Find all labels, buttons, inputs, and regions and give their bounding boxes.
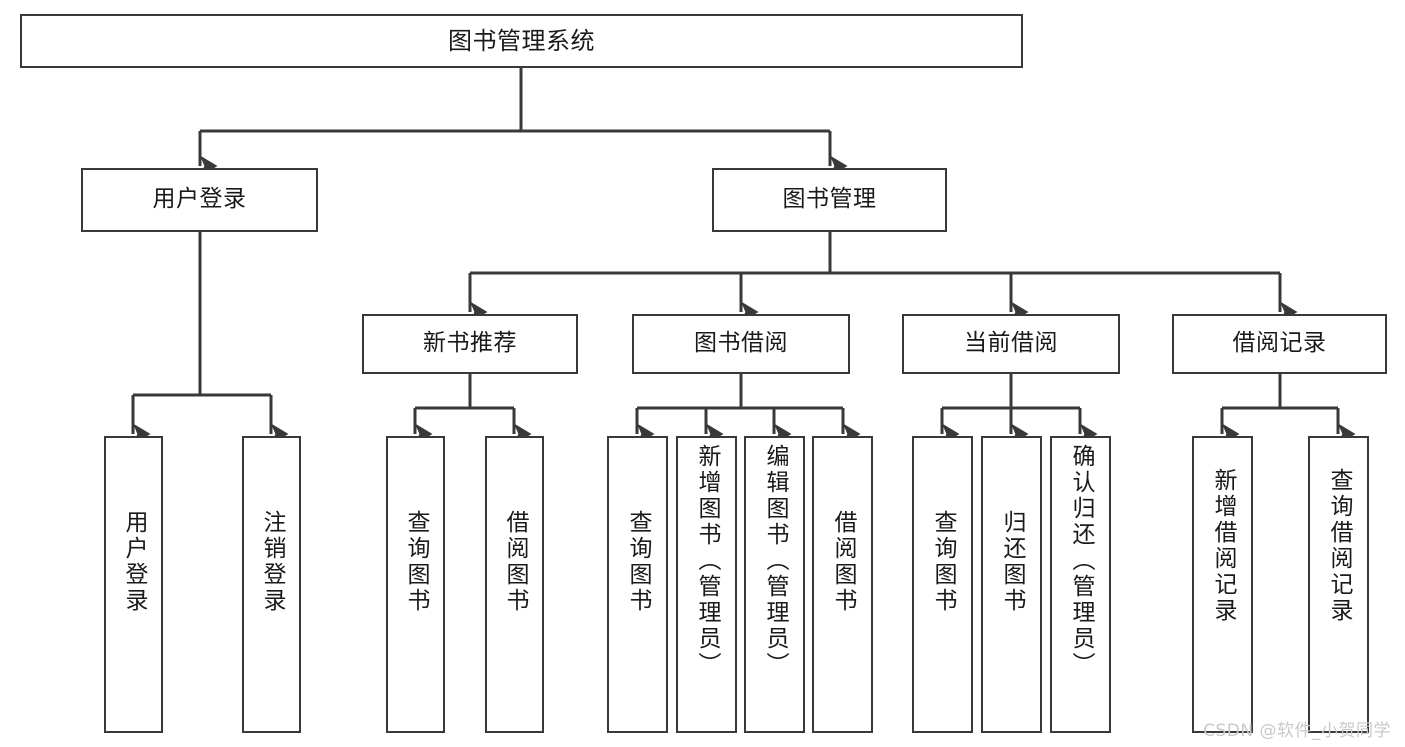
leaf-edit-book[interactable]: 编辑图书（管理员） <box>744 436 805 733</box>
node-label: 借阅记录 <box>1232 330 1327 357</box>
node-label: 新增借阅记录 <box>1210 468 1236 624</box>
leaf-borrow-book-recommend[interactable]: 借阅图书 <box>485 436 544 733</box>
node-label: 用户登录 <box>121 510 147 614</box>
node-label: 查询图书 <box>403 510 429 614</box>
leaf-add-borrow-record[interactable]: 新增借阅记录 <box>1192 436 1253 733</box>
leaf-query-book-borrow[interactable]: 查询图书 <box>607 436 668 733</box>
leaf-add-book[interactable]: 新增图书（管理员） <box>676 436 737 733</box>
leaf-query-book-current[interactable]: 查询图书 <box>912 436 973 733</box>
leaf-query-book-recommend[interactable]: 查询图书 <box>386 436 445 733</box>
node-book-management-system[interactable]: 图书管理系统 <box>20 14 1023 68</box>
node-book-borrow[interactable]: 图书借阅 <box>632 314 850 374</box>
leaf-return-book[interactable]: 归还图书 <box>981 436 1042 733</box>
node-label: 当前借阅 <box>964 330 1058 357</box>
node-current-borrow[interactable]: 当前借阅 <box>902 314 1120 374</box>
leaf-borrow-book[interactable]: 借阅图书 <box>812 436 873 733</box>
node-label: 借阅图书 <box>830 510 856 614</box>
node-user-login[interactable]: 用户登录 <box>81 168 318 232</box>
node-label: 图书借阅 <box>694 330 788 357</box>
node-label: 编辑图书（管理员） <box>762 444 788 678</box>
leaf-query-borrow-record[interactable]: 查询借阅记录 <box>1308 436 1369 733</box>
node-new-book-recommend[interactable]: 新书推荐 <box>362 314 578 374</box>
node-label: 图书管理系统 <box>448 26 595 55</box>
node-label: 查询图书 <box>930 510 956 614</box>
node-label: 新增图书（管理员） <box>694 444 720 678</box>
node-label: 查询图书 <box>625 510 651 614</box>
node-borrow-record[interactable]: 借阅记录 <box>1172 314 1387 374</box>
node-label: 注销登录 <box>259 510 285 614</box>
node-label: 归还图书 <box>999 510 1025 614</box>
node-book-management[interactable]: 图书管理 <box>712 168 947 232</box>
node-label: 用户登录 <box>152 186 247 213</box>
node-label: 确认归还（管理员） <box>1068 444 1094 678</box>
node-label: 借阅图书 <box>502 510 528 614</box>
leaf-confirm-return[interactable]: 确认归还（管理员） <box>1050 436 1111 733</box>
node-label: 新书推荐 <box>423 330 517 357</box>
node-label: 查询借阅记录 <box>1326 468 1352 624</box>
node-label: 图书管理 <box>782 186 877 213</box>
leaf-logout-login[interactable]: 注销登录 <box>242 436 301 733</box>
csdn-watermark: CSDN @软件_小贺同学 <box>1203 721 1391 741</box>
leaf-user-login[interactable]: 用户登录 <box>104 436 163 733</box>
